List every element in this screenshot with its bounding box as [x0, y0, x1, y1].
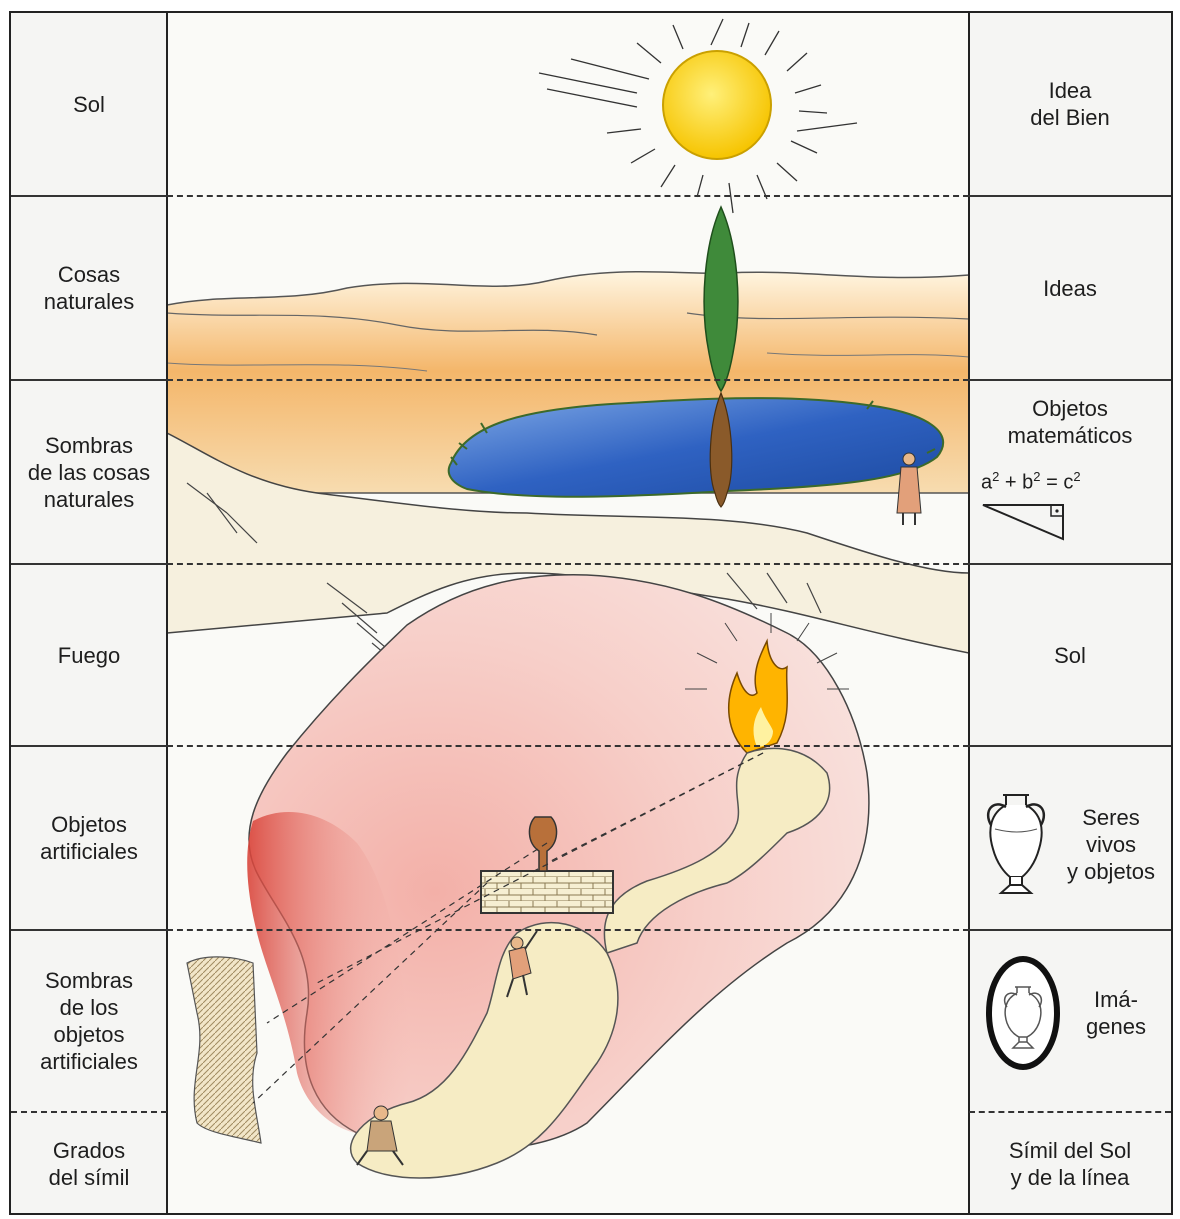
- label-sol-left: Sol: [11, 13, 167, 195]
- left-divider: [166, 13, 168, 1213]
- label-sombras-cosas-naturales: Sombras de las cosas naturales: [11, 381, 167, 563]
- label-simil-sol-linea: Símil del Sol y de la línea: [969, 1113, 1171, 1215]
- label-ideas: Ideas: [969, 197, 1171, 379]
- wall-icon: [481, 871, 613, 913]
- label-sol-right: Sol: [969, 565, 1171, 745]
- allegory-illustration: [167, 13, 969, 1213]
- right-column: Idea del Bien Ideas Objetos matemáticos …: [969, 13, 1171, 1213]
- right-triangle-icon: [981, 503, 1071, 543]
- label-grados-del-simil: Grados del símil: [11, 1113, 167, 1215]
- pythagoras-formula: a2 + b2 = c2: [981, 469, 1081, 495]
- left-column: Sol Cosas naturales Sombras de las cosas…: [11, 13, 167, 1213]
- diagram-frame: Sol Cosas naturales Sombras de las cosas…: [9, 11, 1173, 1215]
- oval-amphora-image-icon: [985, 955, 1063, 1071]
- label-fuego: Fuego: [11, 565, 167, 745]
- label-idea-del-bien: Idea del Bien: [969, 13, 1171, 195]
- cave-allegory-scene: [167, 13, 969, 1215]
- shadow-projection: [187, 957, 261, 1143]
- label-cosas-naturales: Cosas naturales: [11, 197, 167, 379]
- label-objetos-matematicos: Objetos matemáticos: [969, 387, 1171, 457]
- right-divider: [968, 13, 970, 1213]
- label-seres-vivos: Seres vivos y objetos: [1055, 789, 1167, 899]
- label-sombras-objetos-artificiales: Sombras de los objetos artificiales: [11, 931, 167, 1111]
- amphora-icon: [981, 789, 1051, 899]
- label-objetos-artificiales: Objetos artificiales: [11, 747, 167, 929]
- label-imagenes: Imá- genes: [1065, 973, 1167, 1053]
- sun-icon: [663, 51, 771, 159]
